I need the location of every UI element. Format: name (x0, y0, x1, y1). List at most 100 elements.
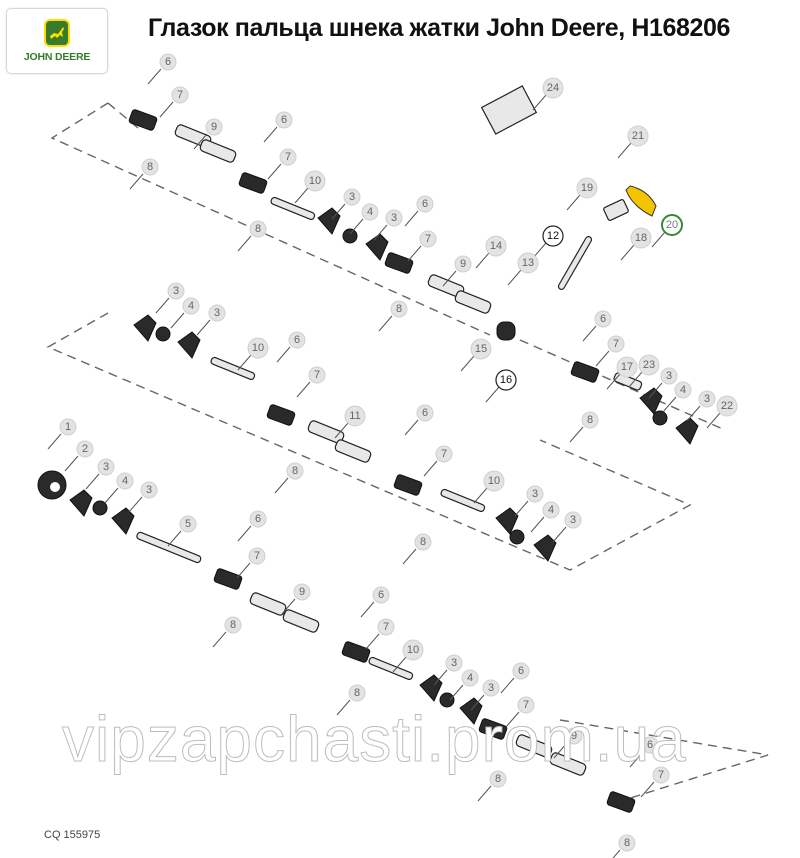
svg-text:15: 15 (475, 343, 487, 355)
svg-text:4: 4 (188, 300, 194, 312)
svg-text:24: 24 (547, 82, 559, 94)
svg-text:3: 3 (349, 191, 355, 203)
parts-shapes (37, 85, 699, 813)
callout-10: 10 (294, 170, 326, 204)
callout-2: 2 (64, 440, 94, 472)
callout-7: 7 (267, 148, 297, 180)
callout-4: 4 (662, 381, 692, 413)
svg-text:7: 7 (441, 448, 447, 460)
svg-text:4: 4 (467, 672, 473, 684)
callout-7: 7 (236, 547, 266, 579)
callout-9: 9 (193, 118, 223, 150)
callout-8: 8 (336, 684, 366, 716)
callout-3: 3 (470, 679, 500, 711)
svg-text:3: 3 (666, 370, 672, 382)
callout-3: 3 (85, 458, 115, 490)
callout-12: 12 (532, 225, 564, 259)
svg-text:7: 7 (383, 621, 389, 633)
svg-text:14: 14 (490, 240, 502, 252)
svg-text:7: 7 (523, 699, 529, 711)
callout-8: 8 (402, 533, 432, 565)
svg-text:8: 8 (292, 465, 298, 477)
svg-text:9: 9 (211, 121, 217, 133)
callout-8: 8 (274, 462, 304, 494)
callout-19: 19 (566, 177, 598, 211)
callout-6: 6 (360, 586, 390, 618)
callout-5: 5 (167, 515, 197, 547)
svg-text:7: 7 (285, 151, 291, 163)
callout-22: 22 (706, 395, 738, 429)
svg-text:4: 4 (548, 504, 554, 516)
svg-text:12: 12 (547, 230, 559, 242)
svg-text:4: 4 (122, 475, 128, 487)
callout-4: 4 (170, 297, 200, 329)
svg-text:22: 22 (721, 400, 733, 412)
callout-8: 8 (129, 158, 159, 190)
svg-text:2: 2 (82, 443, 88, 455)
svg-text:3: 3 (391, 212, 397, 224)
callout-23: 23 (628, 354, 660, 388)
callout-20[interactable]: 20 (651, 214, 683, 248)
svg-text:18: 18 (635, 232, 647, 244)
callout-6: 6 (629, 736, 659, 768)
callout-17: 17 (606, 356, 638, 390)
svg-text:3: 3 (704, 393, 710, 405)
callout-8: 8 (569, 411, 599, 443)
callout-6: 6 (582, 310, 612, 342)
svg-text:8: 8 (624, 837, 630, 849)
callout-10: 10 (473, 470, 505, 504)
page-title: Глазок пальца шнека жатки John Deere, H1… (148, 14, 731, 42)
svg-text:6: 6 (294, 334, 300, 346)
callout-1: 1 (47, 418, 77, 450)
callout-8: 8 (477, 770, 507, 802)
svg-text:4: 4 (680, 384, 686, 396)
svg-text:3: 3 (103, 461, 109, 473)
callout-4: 4 (104, 472, 134, 504)
callout-9: 9 (553, 727, 583, 759)
callout-13: 13 (507, 252, 539, 286)
callout-6: 6 (237, 510, 267, 542)
svg-text:7: 7 (254, 550, 260, 562)
svg-text:13: 13 (522, 257, 534, 269)
svg-text:10: 10 (407, 644, 419, 656)
svg-text:4: 4 (367, 206, 373, 218)
callout-3: 3 (648, 367, 678, 399)
callout-9: 9 (442, 255, 472, 287)
callout-14: 14 (475, 235, 507, 269)
callout-21: 21 (617, 125, 649, 159)
callout-3: 3 (433, 654, 463, 686)
svg-text:3: 3 (214, 307, 220, 319)
svg-text:3: 3 (173, 285, 179, 297)
svg-text:7: 7 (314, 369, 320, 381)
svg-text:6: 6 (518, 665, 524, 677)
svg-text:3: 3 (532, 488, 538, 500)
svg-text:6: 6 (422, 407, 428, 419)
callout-7: 7 (159, 86, 189, 118)
svg-text:9: 9 (571, 730, 577, 742)
callout-4: 4 (449, 669, 479, 701)
reference-code: CQ 155975 (44, 829, 101, 841)
callout-6: 6 (404, 195, 434, 227)
svg-text:8: 8 (255, 223, 261, 235)
deer-icon (44, 19, 70, 47)
callout-3: 3 (373, 209, 403, 241)
highlighted-part-20 (625, 185, 657, 217)
brand-name: JOHN DEERE (23, 51, 91, 63)
assembly-outline-upper (50, 102, 491, 336)
callout-7: 7 (423, 445, 453, 477)
callout-6: 6 (404, 404, 434, 436)
svg-text:10: 10 (309, 175, 321, 187)
svg-text:3: 3 (570, 514, 576, 526)
callout-6: 6 (276, 331, 306, 363)
callout-3: 3 (196, 304, 226, 336)
svg-text:8: 8 (420, 536, 426, 548)
svg-text:10: 10 (252, 342, 264, 354)
callout-8: 8 (237, 220, 267, 252)
callout-24: 24 (532, 77, 564, 111)
callout-6: 6 (500, 662, 530, 694)
svg-text:1: 1 (65, 421, 71, 433)
john-deere-logo: JOHN DEERE (6, 8, 108, 74)
svg-text:8: 8 (230, 619, 236, 631)
